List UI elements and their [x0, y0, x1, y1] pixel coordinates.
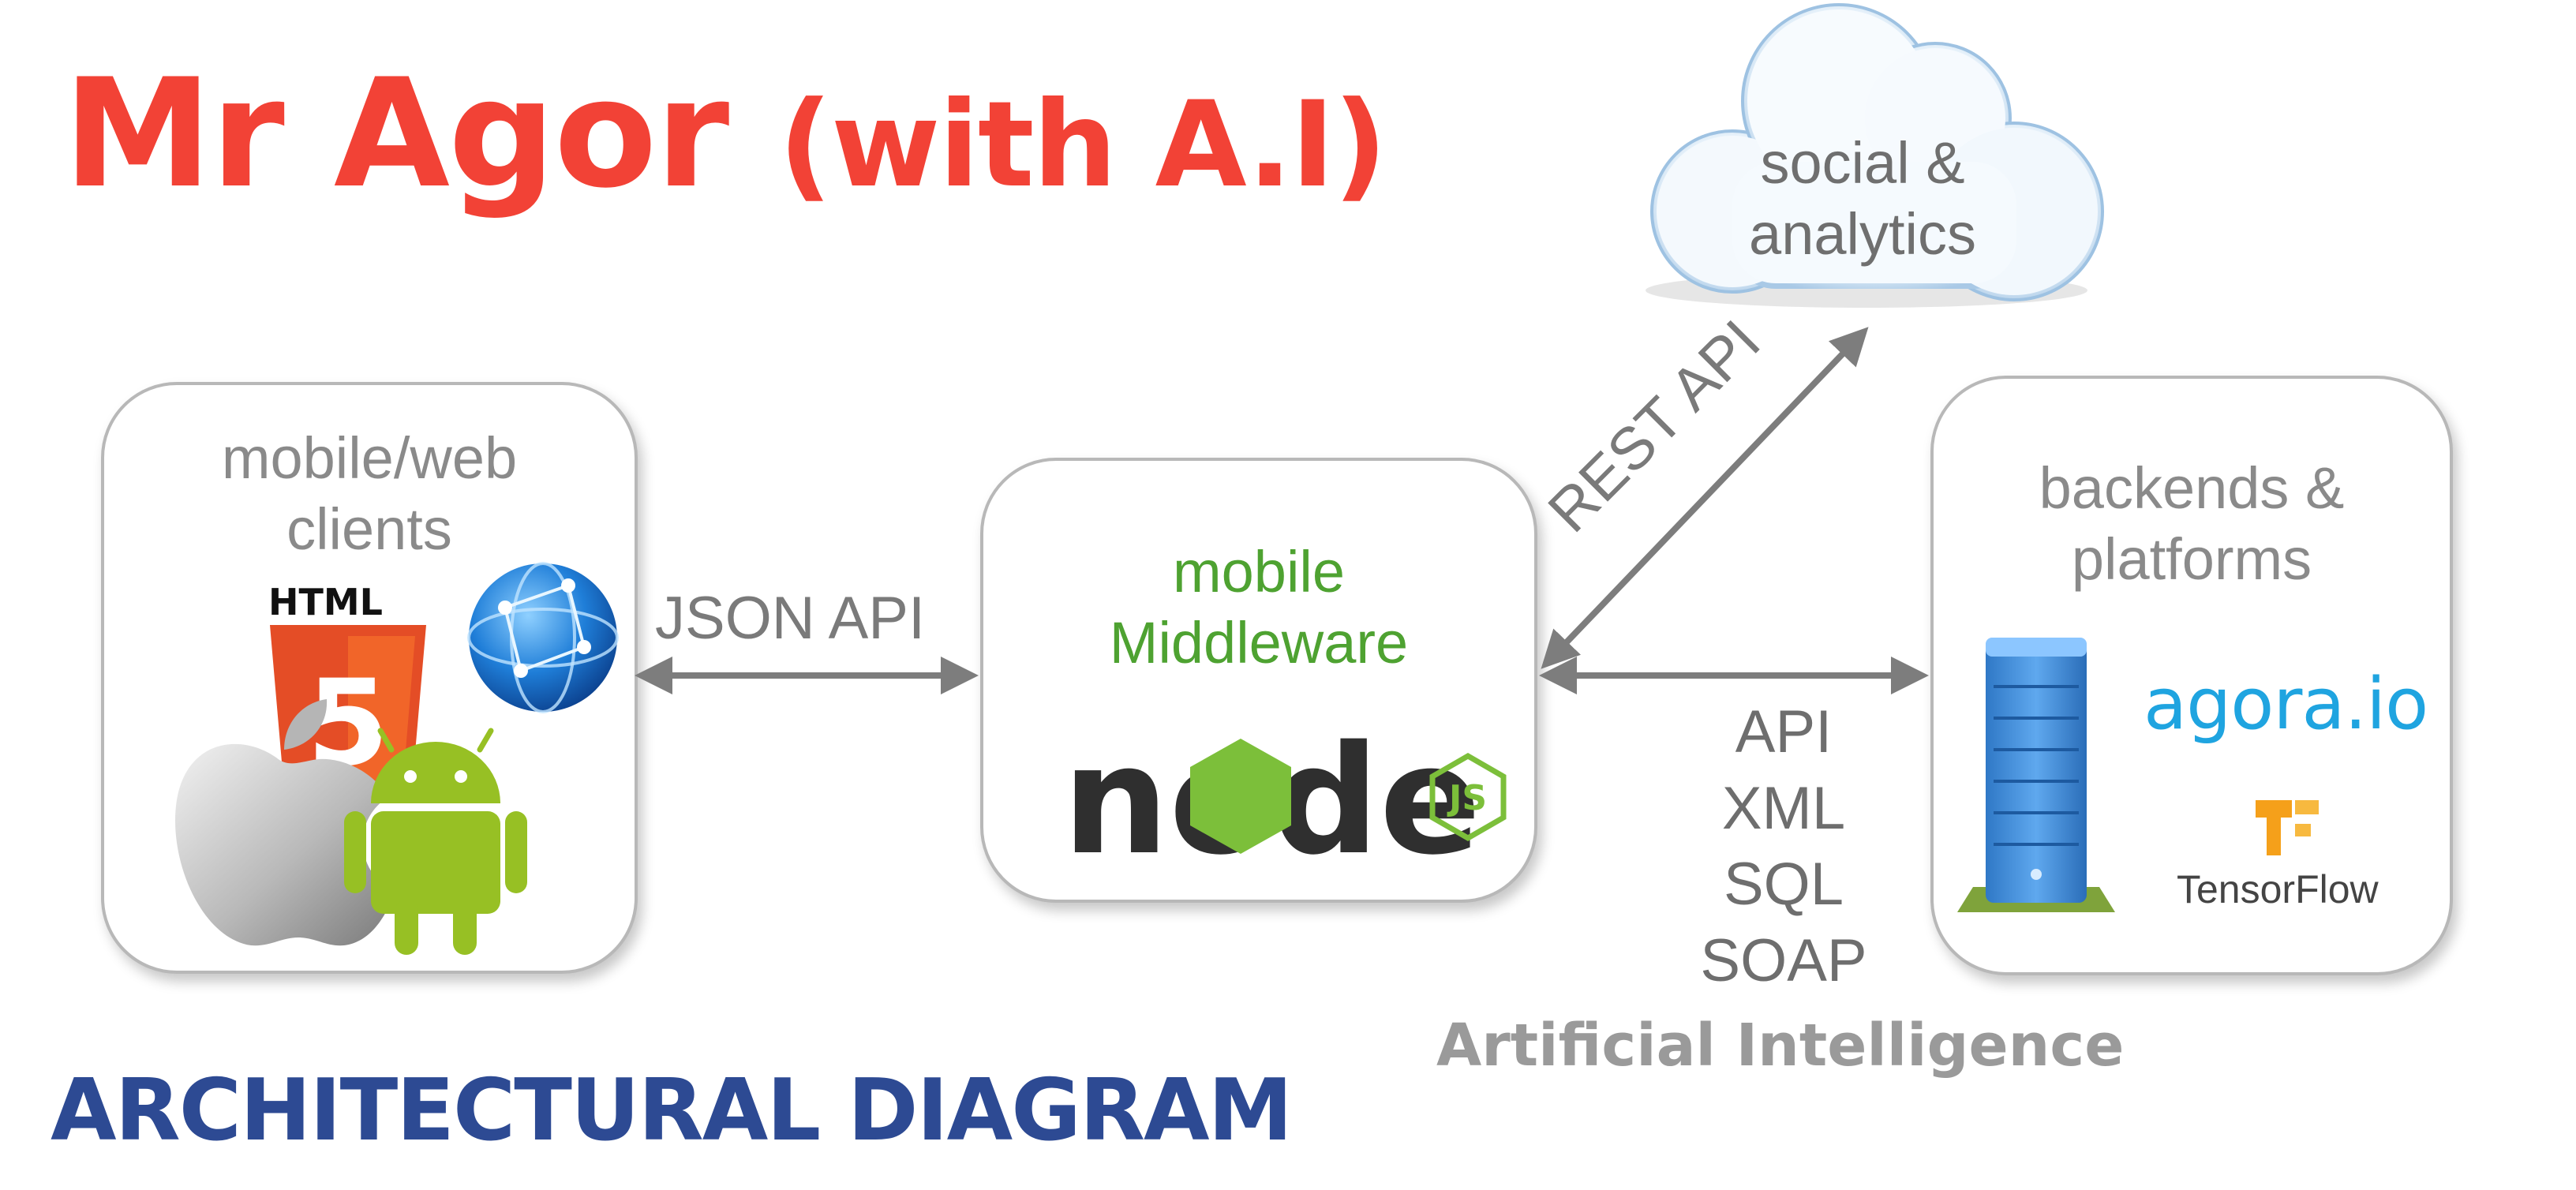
cloud-label-line-1: social &: [1760, 130, 1965, 196]
title-main-text: Mr Agor: [63, 47, 729, 221]
protocol-list: API XML SQL SOAP: [1642, 694, 1926, 999]
protocol-item: SOAP: [1700, 926, 1867, 994]
apple-icon: [175, 699, 395, 946]
protocol-item: XML: [1721, 774, 1846, 842]
android-icon: [344, 728, 527, 955]
cloud-shape: [1646, 3, 2104, 308]
protocol-item: SQL: [1723, 851, 1844, 919]
rest-api-arrow: [1541, 327, 1869, 669]
tensorflow-icon: [2256, 800, 2319, 855]
backends-label: backends & platforms: [1934, 453, 2450, 596]
globe-icon: [467, 562, 619, 713]
page-title: Mr Agor (with A.I): [63, 55, 1387, 214]
backends-label-line-2: platforms: [2071, 526, 2312, 593]
middleware-label-line-1: mobile: [1173, 539, 1345, 604]
cloud-label: social & analytics: [1697, 128, 2028, 271]
server-icon: [1957, 638, 2115, 912]
clients-label: mobile/web clients: [104, 423, 635, 566]
nodejs-logo: node JS: [1062, 713, 1507, 888]
backends-label-line-1: backends &: [2039, 455, 2345, 521]
js-badge-text: JS: [1447, 778, 1487, 818]
clients-label-line-2: clients: [286, 496, 452, 563]
html5-label: HTML: [268, 581, 383, 623]
middleware-label-line-2: Middleware: [1109, 610, 1409, 676]
middleware-label: mobile Middleware: [983, 537, 1534, 679]
title-suffix-text: (with A.I): [778, 77, 1387, 214]
ai-label: Artificial Intelligence: [1436, 1012, 2125, 1080]
agora-logo: agora.io: [2144, 663, 2428, 746]
clients-label-line-1: mobile/web: [221, 425, 518, 491]
protocol-item: API: [1735, 698, 1833, 765]
node-hexagon: [1190, 739, 1291, 854]
cloud-label-line-2: analytics: [1749, 201, 1976, 268]
tensorflow-label: TensorFlow: [2177, 867, 2379, 911]
json-api-label: JSON API: [655, 585, 926, 652]
footer-title: ARCHITECTURAL DIAGRAM: [51, 1061, 1293, 1160]
